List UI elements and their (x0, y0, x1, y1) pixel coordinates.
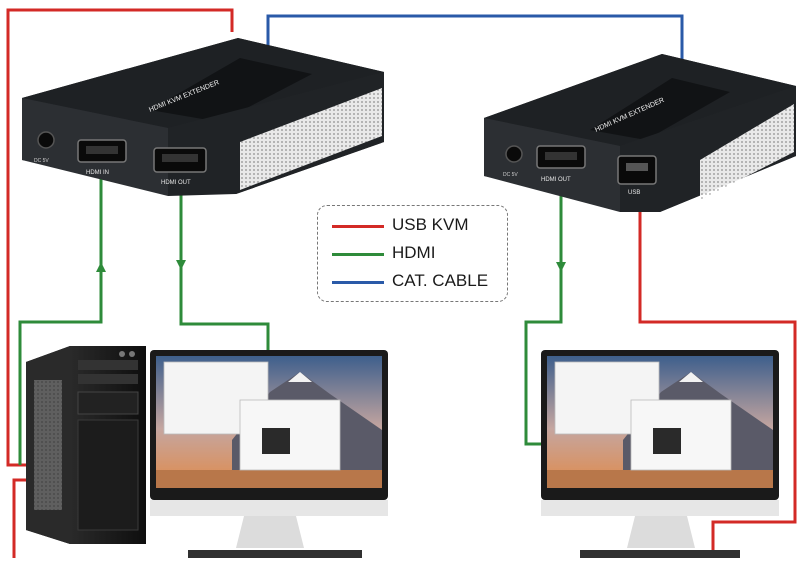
cat-cable (266, 14, 684, 72)
monitor-left (150, 350, 388, 558)
tx-hdmi-in-label: HDMI IN (86, 170, 109, 176)
rx-dc-port (505, 145, 523, 163)
legend-label-cat-cable: CAT. CABLE (392, 271, 489, 290)
transmitter-unit: HDMI KVM EXTENDER DC 5V HDMI IN HDMI OUT (22, 38, 384, 196)
legend-swatch-usb-kvm (332, 225, 384, 228)
usb-kvm-cable-left-lower (12, 478, 26, 558)
legend-swatch-hdmi (332, 253, 384, 256)
monitor-right (541, 350, 779, 558)
rx-hdmi-out-label: HDMI OUT (541, 177, 571, 183)
down-arrow-icon (556, 262, 566, 272)
receiver-unit: HDMI KVM EXTENDER DC 5V HDMI OUT USB (484, 54, 796, 212)
legend: USB KVM HDMI CAT. CABLE (317, 205, 508, 302)
legend-item-cat-cable: CAT. CABLE (330, 270, 505, 294)
legend-swatch-cat-cable (332, 281, 384, 284)
rx-dc-label: DC 5V (503, 172, 518, 178)
tx-dc-port (37, 131, 55, 149)
legend-item-hdmi: HDMI (330, 242, 505, 266)
rx-usb-label: USB (628, 190, 640, 196)
legend-label-usb-kvm: USB KVM (392, 215, 469, 234)
down-arrow-icon (176, 260, 186, 270)
usb-kvm-cable-left (6, 8, 234, 467)
hdmi-cable-tx-to-monitor (179, 168, 270, 350)
legend-label-hdmi: HDMI (392, 243, 436, 262)
tx-dc-label: DC 5V (34, 158, 49, 164)
pc-tower (26, 346, 146, 544)
legend-item-usb-kvm: USB KVM (330, 214, 505, 238)
up-arrow-icon (96, 262, 106, 272)
usb-kvm-cable-right (638, 184, 797, 552)
hdmi-cable-pc-to-tx (18, 168, 103, 465)
tx-hdmi-out-label: HDMI OUT (161, 180, 191, 186)
